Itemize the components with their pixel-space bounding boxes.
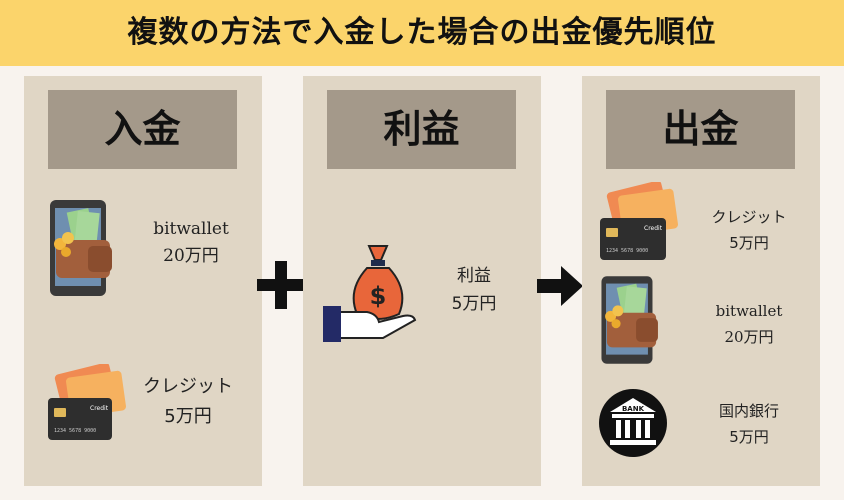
profit-label: 利益 <box>457 266 491 286</box>
deposit-heading: 入金 <box>104 107 181 151</box>
withdrawal-header: 出金 <box>606 90 795 169</box>
deposit-item-1-name: bitwallet <box>153 219 229 239</box>
deposit-item-2-amount: 5万円 <box>164 406 212 427</box>
deposit-item-2-name: クレジット <box>143 376 233 397</box>
money-bag-hand-icon: $ <box>317 240 429 344</box>
withdrawal-item-3-amount: 5万円 <box>729 428 769 446</box>
page-title: 複数の方法で入金した場合の出金優先順位 <box>127 15 717 50</box>
card-brand-text: Credit <box>90 405 109 412</box>
profit-heading: 利益 <box>383 107 460 151</box>
arrow-right-icon <box>535 264 585 308</box>
withdrawal-item-3-name: 国内銀行 <box>718 402 779 420</box>
withdrawal-item-1-name: クレジット <box>711 208 787 226</box>
withdrawal-item-3: 国内銀行 5万円 <box>694 398 804 450</box>
profit-amount: 5万円 <box>451 294 497 314</box>
profit-label-block: 利益 5万円 <box>429 262 519 318</box>
withdrawal-item-2-amount: 20万円 <box>724 328 774 346</box>
deposit-header: 入金 <box>48 90 237 169</box>
withdrawal-item-1: クレジット 5万円 <box>694 204 804 256</box>
withdrawal-item-1-amount: 5万円 <box>729 234 769 252</box>
dollar-sign: $ <box>370 282 387 310</box>
deposit-item-1-amount: 20万円 <box>163 246 219 266</box>
bank-label: BANK <box>622 405 645 413</box>
card-brand-text: Credit <box>644 225 663 232</box>
deposit-panel: 入金 bitwallet 20万円 Credit 1234 5678 9000 <box>24 76 262 486</box>
profit-header: 利益 <box>327 90 516 169</box>
plus-icon <box>254 258 308 312</box>
withdrawal-panel: 出金 Credit 1234 5678 9000 クレジット 5万円 <box>582 76 820 486</box>
deposit-item-2: クレジット 5万円 <box>128 372 248 432</box>
bank-icon: BANK <box>598 388 668 458</box>
credit-cards-icon: Credit 1234 5678 9000 <box>44 364 144 444</box>
title-banner: 複数の方法で入金した場合の出金優先順位 <box>0 0 844 66</box>
deposit-item-1: bitwallet 20万円 <box>136 216 246 270</box>
profit-panel: 利益 $ 利益 5万円 <box>303 76 541 486</box>
smartphone-wallet-icon <box>44 198 134 298</box>
smartphone-wallet-icon <box>596 274 678 366</box>
card-number-text: 1234 5678 9000 <box>606 248 648 254</box>
withdrawal-item-2-name: bitwallet <box>715 302 783 320</box>
card-number-text: 1234 5678 9000 <box>54 428 96 434</box>
credit-cards-icon: Credit 1234 5678 9000 <box>596 182 696 264</box>
withdrawal-item-2: bitwallet 20万円 <box>694 298 804 350</box>
withdrawal-heading: 出金 <box>662 107 739 151</box>
